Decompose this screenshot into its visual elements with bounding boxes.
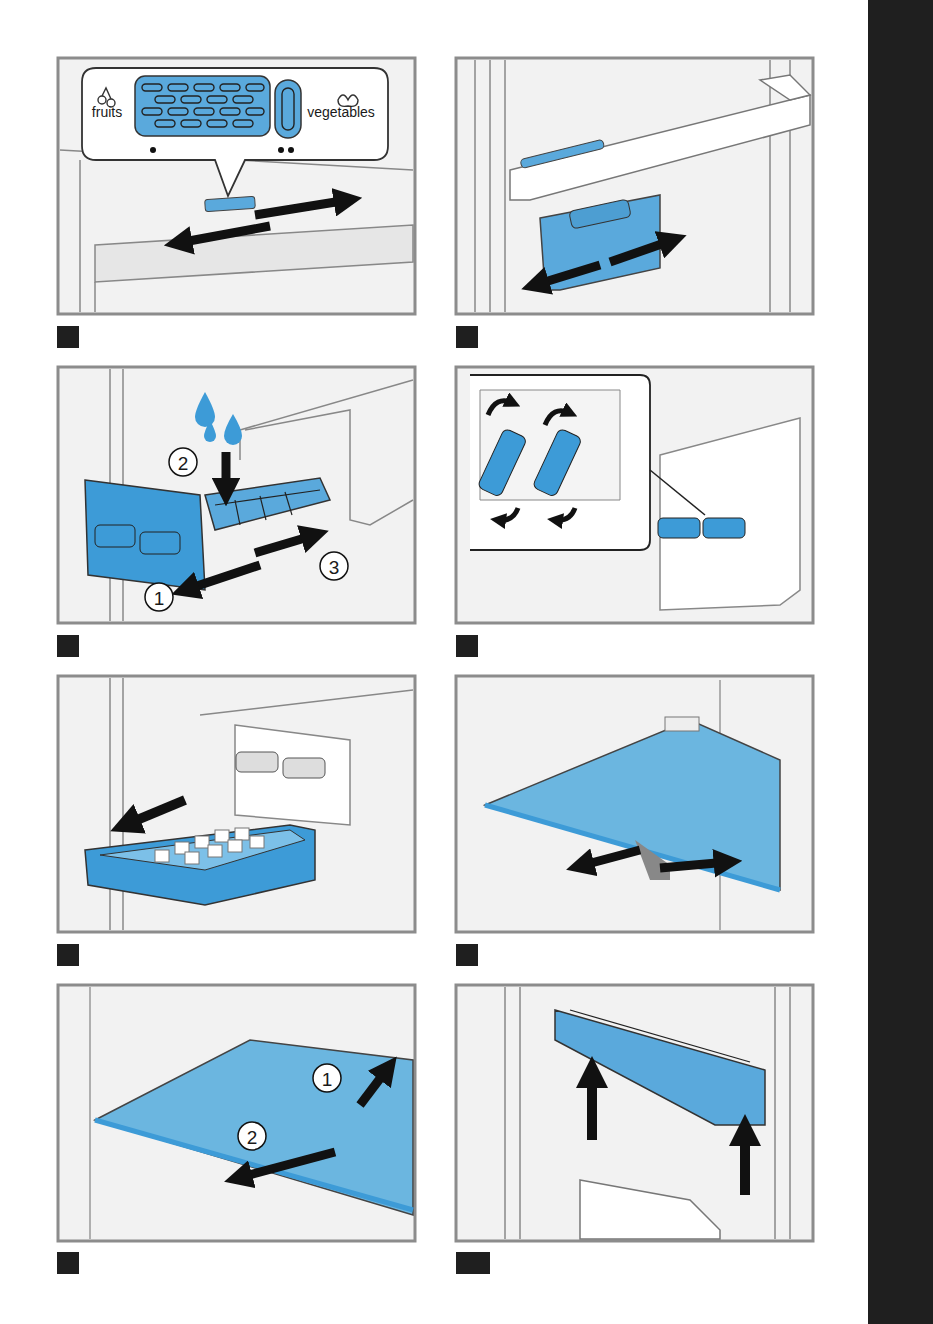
callout-number: 1 — [154, 589, 165, 608]
callout-number: 3 — [329, 558, 340, 577]
callout-number: 2 — [178, 454, 189, 473]
callout-number: 1 — [322, 1070, 333, 1089]
zone-label: vegetables — [307, 105, 375, 119]
callout-bubble: fruits vegetables — [82, 68, 388, 160]
callout-number: 2 — [247, 1128, 258, 1147]
zone-label: fruits — [92, 105, 122, 119]
